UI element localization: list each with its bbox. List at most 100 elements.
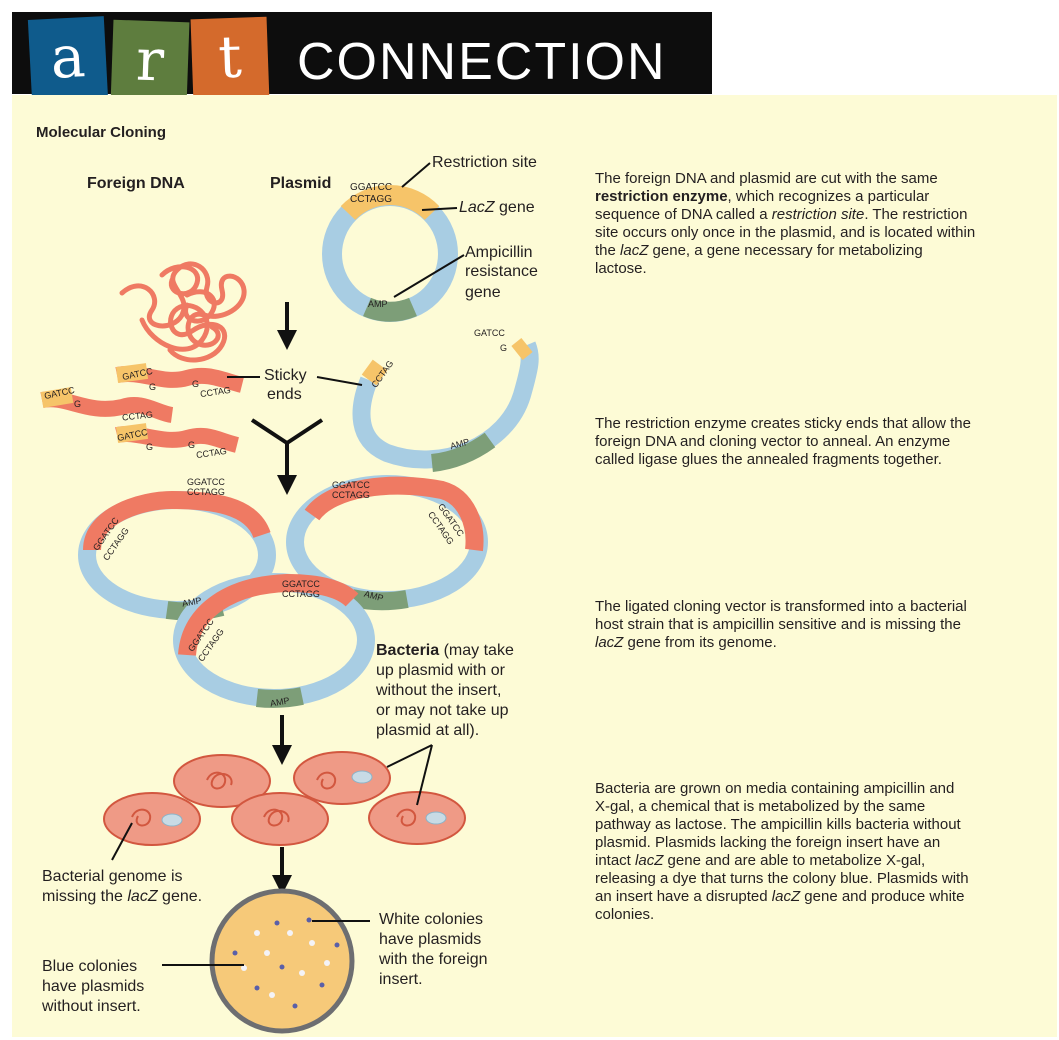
figure-panel: Molecular Cloning Foreign DNA Plasmid Re… (12, 95, 1057, 1037)
step-1-line-4: site occurs only once in the plasmid, an… (595, 224, 976, 241)
bacteria-label-rest: (may take (439, 642, 514, 659)
step-1-line-2: restriction enzyme, which recognizes a p… (595, 188, 1059, 206)
recombinant-right-seq-1: GGATCC (332, 480, 370, 490)
opened-plasmid-g: G (500, 343, 508, 353)
banner-letter-t: t (217, 22, 243, 92)
fragment-2-g2: G (192, 379, 200, 389)
step-4-line-5-post: gene and are able to metabolize X-gal, (663, 852, 926, 869)
step-4-line-5-pre: intact (595, 852, 636, 869)
step-4-line-7-post: gene and produce white (800, 888, 965, 905)
step-4-line-6: releasing a dye that turns the colony bl… (595, 870, 969, 887)
pointer-lines-sticky (227, 376, 363, 386)
bacteria-cells (103, 751, 466, 846)
arrow-anneal (250, 418, 324, 495)
step-4-line-4: plasmid. Plasmids lacking the foreign in… (595, 834, 941, 851)
bacteria-label-4: or may not take up (376, 702, 509, 719)
bacteria-label-2: up plasmid with or (376, 662, 505, 679)
banner-tile-t: t (190, 16, 270, 104)
step-1-line-2-bold: restriction enzyme (595, 188, 728, 205)
step-2-line-2: foreign DNA and cloning vector to anneal… (595, 433, 951, 450)
figure-title: Molecular Cloning (36, 124, 167, 141)
ampicillin-label-1: Ampicillin (465, 244, 533, 261)
step-3-line-3-post: gene from its genome. (623, 634, 777, 651)
blue-colonies-label-2: have plasmids (42, 978, 145, 995)
fragment-1-cctag: CCTAG (121, 409, 154, 423)
bacteria-label-3: without the insert, (376, 682, 502, 699)
step-2-line-1: The restriction enzyme creates sticky en… (595, 415, 971, 432)
recombinant-plasmids (78, 475, 488, 708)
white-colonies (241, 930, 330, 998)
step-4-line-2: X-gal, a chemical that is metabolized by… (595, 798, 926, 815)
step-1-line-5: the lacZ gene, a gene necessary for meta… (595, 242, 1059, 260)
pointer-lines-dish (162, 920, 370, 966)
recombinant-plasmid-right (286, 475, 488, 611)
recombinant-bottom-amp: AMP (269, 695, 291, 709)
bacterium-3 (103, 792, 201, 846)
art-connection-banner: a r t CONNECTION (12, 12, 712, 107)
petri-dish (209, 888, 355, 1034)
plasmid-top-seq-1: GGATCC (350, 182, 393, 193)
recombinant-plasmid-bottom (173, 573, 375, 708)
recombinant-left-seq-2: CCTAGG (187, 487, 225, 497)
genome-label-2: missing the lacZ gene. (42, 887, 202, 907)
step-1-line-1: The foreign DNA and plasmid are cut with… (595, 170, 938, 187)
plasmid-label: Plasmid (270, 175, 332, 192)
step-1-line-3-pre: sequence of DNA called a (595, 206, 772, 223)
opened-plasmid (352, 337, 539, 472)
genome-label-2-italic: lacZ (127, 888, 158, 905)
opened-plasmid-gatcc: GATCC (474, 328, 505, 338)
step-1-line-3-post: . The restriction (864, 206, 968, 223)
step-3-line-1: The ligated cloning vector is transforme… (595, 598, 967, 615)
pointer-lines-top (393, 162, 465, 298)
step-1-line-5-italic: lacZ (620, 242, 649, 259)
banner-tile-r: r (110, 19, 190, 107)
foreign-dna-label: Foreign DNA (87, 175, 185, 192)
bacteria-label-5: plasmid at all). (376, 722, 480, 739)
plasmid-top (322, 185, 458, 322)
step-1-line-5-pre: the (595, 242, 621, 259)
dna-fragments (40, 363, 245, 453)
ampicillin-label-3: gene (465, 284, 501, 301)
bacterium-4 (231, 792, 329, 846)
pointer-lines-bacteria (111, 744, 433, 861)
genome-label-2-pre: missing the (42, 888, 128, 905)
recombinant-bottom-seq-1: GGATCC (282, 579, 320, 589)
step-1-line-5-post: gene, a gene necessary for metabolizing (648, 242, 923, 259)
genome-label-1: Bacterial genome is (42, 868, 183, 885)
step-1-line-3: sequence of DNA called a restriction sit… (595, 206, 1059, 224)
step-4-line-5: intact lacZ gene and are able to metabol… (595, 852, 1059, 870)
blue-colonies-label-1: Blue colonies (42, 958, 138, 975)
step-3-line-2: host strain that is ampicillin sensitive… (595, 616, 961, 633)
step-3-line-3: lacZ gene from its genome. (595, 634, 1059, 652)
white-colonies-label-2: have plasmids (379, 931, 482, 948)
white-colonies-label-1: White colonies (379, 911, 484, 928)
step-1-line-2-rest: , which recognizes a particular (727, 188, 930, 205)
fragment-1-g: G (74, 399, 82, 409)
step-4-line-1: Bacteria are grown on media containing a… (595, 780, 955, 797)
bacteria-label-bold: Bacteria (376, 642, 440, 659)
sticky-ends-label-2: ends (267, 386, 302, 403)
bacteria-label-1: Bacteria (may take (376, 641, 514, 661)
blue-colonies (232, 917, 340, 1009)
recombinant-right-seq-2: CCTAGG (332, 490, 370, 500)
recombinant-bottom-seq-2: CCTAGG (282, 589, 320, 599)
lacz-gene-label-rest: gene (494, 199, 535, 216)
step-4-line-7-italic: lacZ (771, 888, 801, 905)
step-1-line-3-italic: restriction site (771, 206, 865, 223)
step-4-line-8: colonies. (595, 906, 655, 923)
white-colonies-label-3: with the foreign (379, 951, 488, 968)
fragment-3-g2: G (188, 440, 196, 450)
fragment-2-g: G (149, 382, 157, 392)
step-4-line-5-italic: lacZ (635, 852, 664, 869)
ampicillin-label-2: resistance (465, 263, 538, 280)
lacz-gene-label-italic: LacZ (459, 199, 495, 216)
banner-letter-a: a (48, 22, 87, 92)
molecular-cloning-diagram (40, 162, 539, 1034)
blue-colonies-label-3: without insert. (42, 998, 141, 1015)
bacterium-1 (173, 754, 271, 808)
genome-label-2-post: gene. (157, 888, 203, 905)
bacterium-2 (293, 751, 391, 805)
step-3-line-3-italic: lacZ (595, 634, 624, 651)
banner-title: CONNECTION (297, 33, 667, 91)
step-4-line-7: an insert have a disrupted lacZ gene and… (595, 888, 1059, 906)
